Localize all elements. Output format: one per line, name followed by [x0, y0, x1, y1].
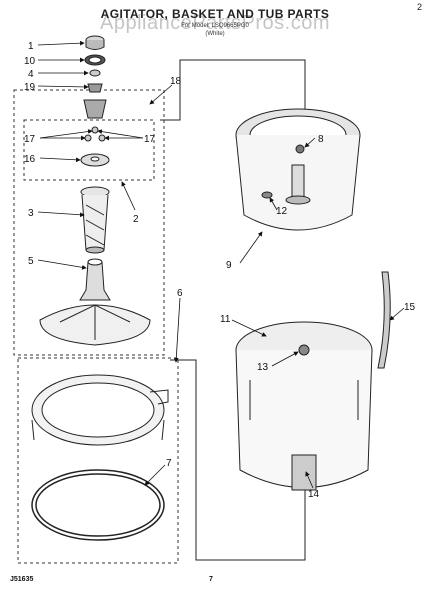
tub-gasket-part [31, 469, 165, 541]
cam-assembly-part [80, 99, 110, 167]
callout-3: 3 [28, 208, 34, 219]
callout-19: 19 [24, 82, 36, 93]
tub-ring-part [31, 374, 169, 446]
callout-15: 15 [404, 302, 416, 313]
model-variant: (White) [205, 31, 225, 37]
agitator-auger-part [80, 186, 110, 254]
callout-10: 10 [24, 56, 36, 67]
callout-2: 2 [133, 214, 139, 225]
drain-hose-part [377, 271, 391, 369]
corner-mark: 2 [416, 2, 422, 12]
agitator-base-part [39, 258, 151, 346]
callout-5: 5 [28, 256, 34, 267]
callout-8: 8 [318, 134, 324, 145]
agitator-cap-part [85, 35, 105, 50]
callout-16: 16 [24, 154, 36, 165]
outer-tub-part [235, 321, 373, 491]
footer-code: J51635 [10, 576, 34, 583]
callout-4: 4 [28, 69, 34, 80]
callout-13: 13 [257, 362, 269, 373]
washer-part [89, 69, 101, 77]
group-box-6 [17, 357, 179, 564]
callout-18: 18 [170, 76, 182, 87]
connector-lines [160, 59, 306, 561]
page-title: AGITATOR, BASKET AND TUB PARTS [100, 7, 330, 21]
callout-labels: 1 10 4 19 18 17 17 16 2 3 5 6 7 8 12 9 1… [24, 41, 416, 500]
callout-12: 12 [276, 206, 288, 217]
group-box-2 [23, 119, 155, 181]
callout-17-right: 17 [144, 134, 156, 145]
watermark-text: AppliancePartsPros.com [100, 12, 330, 34]
nut-part [87, 83, 103, 93]
callout-6: 6 [177, 288, 183, 299]
wash-basket-part [235, 108, 361, 231]
callout-11: 11 [220, 314, 231, 325]
leader-lines [37, 40, 405, 489]
callout-17-left: 17 [24, 134, 36, 145]
seal-ring-part [84, 54, 106, 66]
callout-7: 7 [166, 458, 172, 469]
model-subtitle: For Model: LSQ9665PG0 [181, 23, 249, 29]
callout-14: 14 [308, 489, 320, 500]
footer-page-number: 7 [209, 576, 213, 583]
callout-9: 9 [226, 260, 232, 271]
callout-1: 1 [28, 41, 34, 52]
